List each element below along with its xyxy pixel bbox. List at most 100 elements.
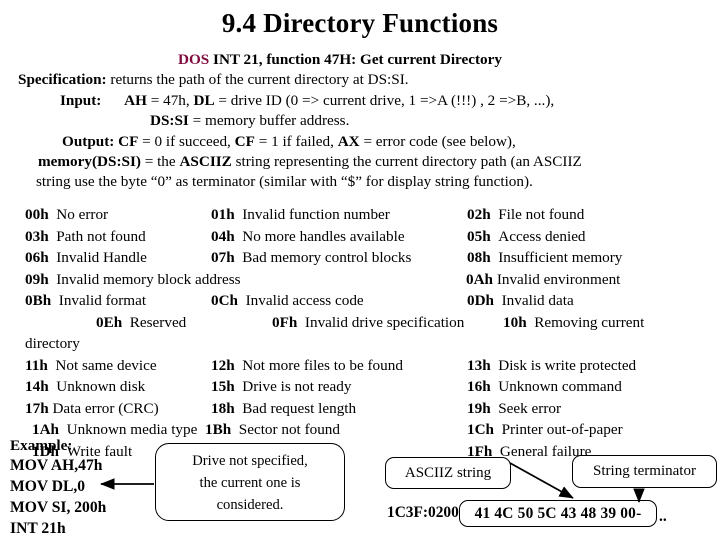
error-code: 0Eh [96, 313, 123, 331]
table-row: 0Bh Invalid format 0Ch Invalid access co… [0, 290, 720, 312]
error-code: 0Bh [25, 292, 52, 309]
error-entry: 10h Removing current [503, 312, 644, 334]
spec-specification-label: Specification: [18, 71, 107, 89]
spec-input-mid: = 47h, [146, 91, 194, 109]
error-text: Bad request length [242, 399, 357, 417]
page-title: 9.4 Directory Functions [221, 8, 499, 38]
error-entry: 1Bh Sector not found [205, 419, 340, 441]
arrow-asciiz-to-bytes [509, 462, 574, 499]
error-text: Invalid data [501, 292, 574, 309]
memory-bytes-box: 41 4C 50 5C 43 48 39 00- [459, 500, 657, 527]
error-entry: 0Eh Reserved [96, 312, 186, 334]
error-entry: 12h Not more files to be found [211, 355, 403, 377]
spec-input-text: = drive ID (0 => current drive, 1 =>A (!… [214, 91, 555, 109]
error-text: Path not found [56, 227, 146, 245]
spec-memory-mid: = the [140, 153, 180, 171]
error-entry: 03h Path not found [25, 226, 146, 248]
spec-output-line: Output: CF = 0 if succeed, CF = 1 if fai… [0, 132, 720, 152]
spec-input-line: Input: AH = 47h, DL = drive ID (0 => cur… [0, 91, 720, 111]
error-entry: 18h Bad request length [211, 398, 356, 420]
error-code: 18h [211, 399, 235, 417]
error-text: Data error (CRC) [52, 399, 159, 417]
error-entry: 07h Bad memory control blocks [211, 247, 411, 269]
table-row: 0Eh Reserved 0Fh Invalid drive specifica… [0, 312, 720, 334]
table-row: 1Ah Unknown media type 1Bh Sector not fo… [0, 419, 720, 441]
error-entry: 11h Not same device [25, 355, 157, 377]
code-line: MOV DL,0 [10, 478, 86, 495]
error-entry: 1Ch Printer out-of-paper [467, 419, 623, 441]
error-text: Unknown command [498, 378, 622, 395]
error-code: 0Ah [466, 270, 494, 288]
error-entry: 06h Invalid Handle [25, 247, 147, 269]
error-entry: 09h Invalid memory block address [25, 269, 241, 291]
error-code: 12h [211, 356, 235, 374]
error-code: 00h [25, 206, 49, 223]
error-entry: 0Dh Invalid data [467, 290, 574, 312]
memory-tail: .. [659, 508, 667, 525]
error-text: Insufficient memory [498, 249, 623, 266]
spec-header-line: DOS INT 21, function 47H: Get current Di… [0, 50, 720, 70]
error-entry: 0Ch Invalid access code [211, 290, 364, 312]
callout-line: Drive not specified, [192, 453, 308, 469]
spec-specification-line: Specification: returns the path of the c… [0, 70, 720, 90]
error-code: 09h [25, 270, 49, 288]
register-dl: DL [193, 91, 215, 109]
table-row: 14h Unknown disk 15h Drive is not ready … [0, 376, 720, 398]
error-code: 17h [25, 399, 49, 417]
spec-output-mid-1: = 0 if succeed, [138, 132, 235, 150]
spec-memory-line-2: string use the byte “0” as terminator (s… [36, 173, 533, 191]
error-code: 0Ch [211, 292, 239, 309]
error-entry: 05h Access denied [467, 226, 586, 248]
error-text: Invalid Handle [56, 249, 147, 266]
error-text: Printer out-of-paper [501, 421, 623, 438]
error-code: 1Ah [32, 421, 60, 438]
error-text: Invalid drive specification [304, 313, 465, 331]
error-entry: 0Bh Invalid format [25, 290, 146, 312]
error-code: 0Dh [467, 292, 495, 309]
register-cf-1: CF [118, 132, 139, 150]
error-code: 06h [25, 249, 49, 266]
code-line: MOV AH,47h [10, 457, 103, 474]
error-code: 13h [467, 356, 491, 374]
asciiz-keyword: ASCIIZ [179, 153, 232, 171]
error-entry: 17h Data error (CRC) [25, 398, 159, 420]
register-cf-2: CF [234, 132, 255, 150]
error-entry: 1Dh Write fault [32, 441, 132, 463]
error-entry: 1Ah Unknown media type [32, 419, 197, 441]
error-code: 07h [211, 249, 235, 266]
error-code: 03h [25, 227, 49, 245]
memory-dssi-expr: memory(DS:SI) [38, 153, 141, 171]
error-entry: 15h Drive is not ready [211, 376, 351, 398]
error-entry: 02h File not found [467, 204, 584, 226]
error-code: 01h [211, 206, 235, 223]
error-text: Invalid memory block address [56, 270, 241, 288]
table-row: 09h Invalid memory block address 0Ah Inv… [0, 269, 720, 291]
error-code: 19h [467, 399, 491, 417]
error-code: 1Ch [467, 421, 495, 438]
spec-input-label: Input: [60, 91, 102, 109]
error-text: Invalid access code [245, 292, 364, 309]
error-code: 10h [503, 313, 527, 331]
error-entry: 16h Unknown command [467, 376, 622, 398]
table-row: 17h Data error (CRC) 18h Bad request len… [0, 398, 720, 420]
error-code: 1Fh [467, 442, 493, 460]
error-code: 08h [467, 249, 491, 266]
table-row: 11h Not same device 12h Not more files t… [0, 355, 720, 377]
register-dssi: DS:SI [150, 112, 189, 130]
error-entry: 14h Unknown disk [25, 376, 145, 398]
error-text: Unknown media type [66, 421, 198, 438]
table-row: 00h No error 01h Invalid function number… [0, 204, 720, 226]
error-text: Access denied [498, 227, 586, 245]
register-ah: AH [124, 91, 147, 109]
error-text: Invalid environment [496, 270, 621, 288]
error-text: Not more files to be found [242, 356, 403, 374]
error-code-table: 00h No error 01h Invalid function number… [0, 204, 720, 462]
example-label: Example: [10, 437, 73, 454]
error-text-wrap: directory [25, 335, 80, 352]
error-text: Drive is not ready [242, 378, 352, 395]
error-entry: 04h No more handles available [211, 226, 405, 248]
error-text: General failure [499, 442, 592, 460]
error-text: No error [56, 206, 109, 223]
error-code: 14h [25, 378, 49, 395]
table-row: 06h Invalid Handle 07h Bad memory contro… [0, 247, 720, 269]
